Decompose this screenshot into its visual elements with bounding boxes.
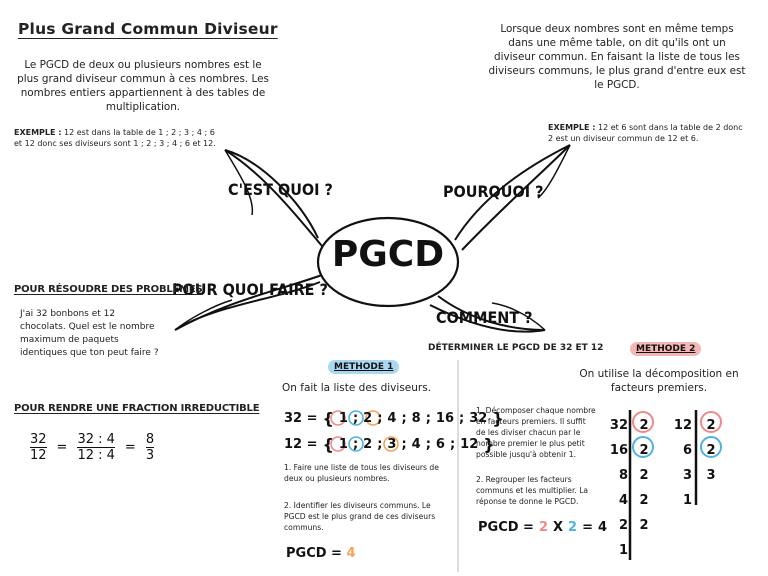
example-right-text: 12 et 6 sont dans la table de 2 donc 2 e… [548, 123, 743, 144]
table12-right: 2 2 3 [704, 413, 718, 488]
table32-left: 32 16 8 4 2 1 [604, 413, 628, 563]
row32-item: 16 [435, 411, 454, 426]
fraction-1-den: 12 [30, 447, 47, 463]
method1-result-value: 4 [346, 546, 356, 561]
branch-what-label: C'EST QUOI ? [228, 180, 333, 199]
method1-badge: METHODE 1 [328, 360, 400, 374]
brace-close: } [492, 409, 504, 428]
fraction-eq-2: = [124, 440, 136, 455]
fraction-1-num: 32 [30, 432, 47, 447]
method1-step1: 1. Faire une liste de tous les diviseurs… [284, 463, 439, 483]
fraction-2: 32 : 4 12 : 4 [77, 432, 115, 463]
method1-result: PGCD = 4 [286, 546, 356, 561]
row32-item: 1 [338, 411, 348, 426]
table32-factor: 2 [639, 443, 649, 458]
fraction-3: 8 3 [145, 432, 155, 463]
row32-item: 32 [469, 411, 488, 426]
fraction-eq-1: = [56, 440, 68, 455]
center-ellipse [316, 216, 460, 308]
example-right: EXEMPLE : 12 et 6 sont dans la table de … [548, 122, 748, 144]
how-subtitle: DÉTERMINER LE PGCD DE 32 ET 12 [428, 343, 604, 353]
brace-open: { [322, 409, 334, 428]
row12-item: 2 [363, 437, 373, 452]
table32-factor: 2 [639, 518, 649, 533]
branch-why-label: POURQUOI ? [443, 182, 544, 201]
fraction-equation: 32 12 = 32 : 4 12 : 4 = 8 3 [30, 432, 155, 463]
method2-result-label: PGCD = [478, 520, 534, 535]
method2-heading: On utilise la décomposition en facteurs … [579, 368, 739, 394]
fraction-title: POUR RENDRE UNE FRACTION IRREDUCTIBLE [14, 403, 260, 414]
table32-cell: 32 [609, 418, 628, 433]
method2-result-b: 2 [568, 520, 578, 535]
row12-item: 4 [411, 437, 421, 452]
row12-item: 1 [338, 437, 348, 452]
row32-item: 4 [387, 411, 397, 426]
brace-open: { [322, 435, 334, 454]
example-left-label: EXEMPLE : [14, 128, 62, 137]
why-text: Lorsque deux nombres sont en même temps … [488, 23, 746, 92]
definition-text: Le PGCD de deux ou plusieurs nombres est… [17, 59, 269, 114]
example-left: EXEMPLE : 12 est dans la table de 1 ; 2 … [14, 127, 224, 149]
table12-cell: 6 [682, 443, 692, 458]
problems-title: POUR RÉSOUDRE DES PROBLÈMES [14, 284, 203, 295]
fraction-3-num: 8 [145, 432, 155, 447]
table32-cell: 2 [618, 518, 628, 533]
fraction-1: 32 12 [30, 432, 47, 463]
branch-what-for-label: POUR QUOI FAIRE ? [172, 280, 328, 299]
row12-item: 6 [435, 437, 445, 452]
method1-heading: On fait la liste des diviseurs. [282, 382, 432, 394]
table32-cell: 16 [609, 443, 628, 458]
fraction-2-num: 32 : 4 [77, 432, 115, 447]
method2-result: PGCD = 2 X 2 = 4 [478, 520, 607, 535]
table32-factor: 2 [639, 493, 649, 508]
branch-how-label: COMMENT ? [436, 308, 533, 327]
table32-factor: 2 [639, 418, 649, 433]
row32-item: 2 [363, 411, 373, 426]
table12-cell: 3 [682, 468, 692, 483]
method2-result-a: 2 [538, 520, 548, 535]
method2-step2: 2. Regrouper les facteurs communs et les… [476, 475, 589, 506]
method2-result-x: X [553, 520, 564, 535]
table12-cell: 12 [673, 418, 692, 433]
table32-cell: 8 [618, 468, 628, 483]
table12-factor: 2 [706, 418, 716, 433]
method2-result-value: 4 [597, 520, 608, 535]
fraction-3-den: 3 [145, 447, 155, 463]
fraction-2-den: 12 : 4 [77, 447, 115, 463]
table32-right: 2 2 2 2 2 [637, 413, 651, 538]
method2-badge: METHODE 2 [630, 342, 702, 356]
method2-step1: 1. Décomposer chaque nombre en facteurs … [476, 406, 596, 459]
method1-step2: 2. Identifier les diviseurs communs. Le … [284, 501, 436, 532]
table32-cell: 4 [618, 493, 628, 508]
row12-item: 12 [460, 437, 479, 452]
table12-left: 12 6 3 1 [670, 413, 692, 513]
brace-close: } [483, 435, 495, 454]
problems-text: J'ai 32 bonbons et 12 chocolats. Quel es… [20, 309, 159, 359]
page-title: Plus Grand Commun Diviseur [18, 20, 278, 38]
example-left-text: 12 est dans la table de 1 ; 2 ; 3 ; 4 ; … [14, 128, 216, 149]
table12-factor: 2 [706, 443, 716, 458]
method1-row-32: 32 = { 1; 2; 4; 8; 16; 32 } [284, 409, 504, 428]
method2-result-eq: = [582, 520, 593, 535]
table12-factor: 3 [706, 468, 716, 483]
table12-cell: 1 [682, 493, 692, 508]
table32-factor: 2 [639, 468, 649, 483]
center-label: PGCD [331, 234, 445, 275]
method1-row-12: 12 = { 1; 2; 3; 4; 6; 12 } [284, 435, 495, 454]
table32-cell: 1 [618, 543, 628, 558]
example-right-label: EXEMPLE : [548, 123, 596, 132]
method1-result-label: PGCD = [286, 546, 342, 561]
row12-label: 12 = [284, 437, 318, 452]
row32-item: 8 [411, 411, 421, 426]
row32-label: 32 = [284, 411, 318, 426]
row12-item: 3 [387, 437, 397, 452]
